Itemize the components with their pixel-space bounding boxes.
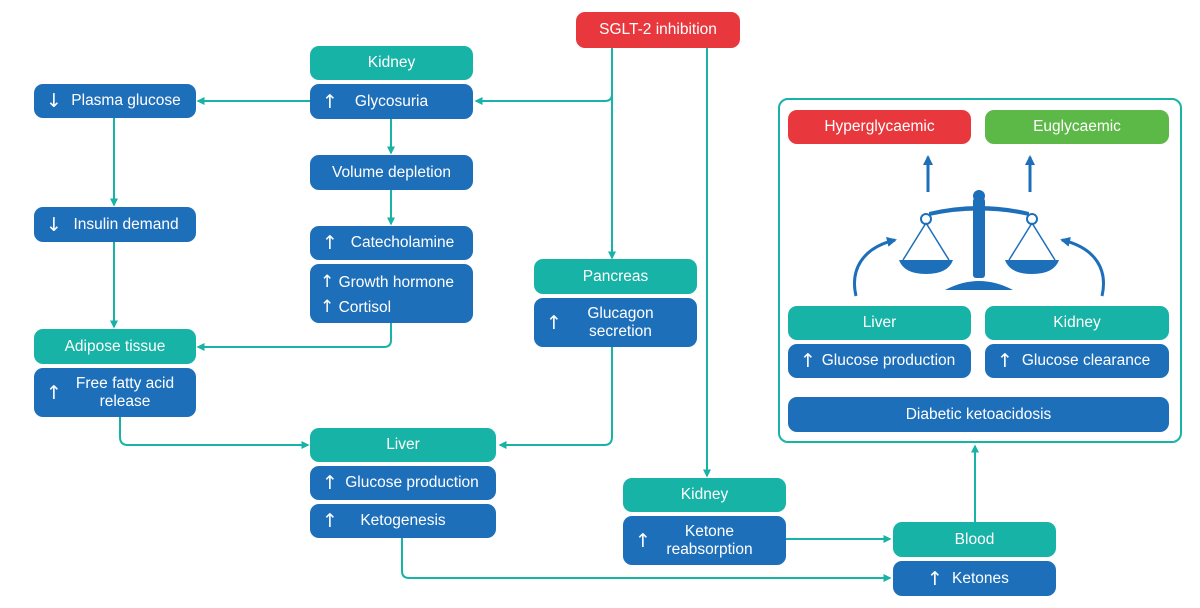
curved-arrow-liver-to-scale xyxy=(853,237,897,297)
arrow-ketogenesis-to-ketones xyxy=(401,538,892,582)
insulin-demand-node: ↓ Insulin demand xyxy=(34,207,196,242)
ketone-reabsorption-node: ↑ Ketone reabsorption xyxy=(623,516,786,565)
up-arrow-icon: ↑ xyxy=(322,472,338,494)
arrow-sglt2-to-glycosuria xyxy=(474,48,613,105)
catecholamine-node: ↑ Catecholamine xyxy=(310,226,473,260)
euglycaemic-label: Euglycaemic xyxy=(1033,118,1121,135)
hyperglycaemic-node: Hyperglycaemic xyxy=(788,110,971,144)
free-fatty-acid-node: ↑ Free fatty acid release xyxy=(34,368,196,417)
euglycaemic-node: Euglycaemic xyxy=(985,110,1169,144)
free-fatty-acid-line1: Free fatty acid xyxy=(75,374,175,392)
panel-kidney-label: Kidney xyxy=(1053,314,1101,331)
ketones-node: ↑ Ketones xyxy=(893,561,1056,596)
glucose-balance-panel xyxy=(778,98,1182,443)
catecholamine-label: Catecholamine xyxy=(350,234,455,251)
growth-hormone-row: ↑ Growth hormone xyxy=(320,270,473,295)
free-fatty-acid-line2: release xyxy=(99,392,151,410)
insulin-demand-label: Insulin demand xyxy=(73,215,179,233)
glucagon-secretion-text: Glucagon secretion xyxy=(577,305,653,341)
up-arrow-icon: ↑ xyxy=(546,311,562,334)
up-arrow-icon: ↑ xyxy=(46,381,62,404)
growth-hormone-label: Growth hormone xyxy=(338,274,455,291)
volume-depletion-label: Volume depletion xyxy=(332,163,451,181)
up-arrow-icon: ↑ xyxy=(997,350,1013,372)
free-fatty-acid-text: Free fatty acid release xyxy=(56,375,174,411)
up-arrow-icon: ↑ xyxy=(320,272,335,292)
ketone-line2: reabsorption xyxy=(666,540,753,558)
up-arrow-icon: ↑ xyxy=(800,350,816,372)
cortisol-label: Cortisol xyxy=(338,299,392,316)
arrow-ffa-to-liver xyxy=(119,417,310,449)
volume-depletion-node: Volume depletion xyxy=(310,155,473,190)
glycosuria-label: Glycosuria xyxy=(354,92,429,110)
up-arrow-icon: ↑ xyxy=(635,529,651,552)
glucagon-line1: Glucagon xyxy=(587,304,654,322)
ketogenesis-node: ↑ Ketogenesis xyxy=(310,504,496,538)
adipose-tissue-label: Adipose tissue xyxy=(64,337,166,355)
pancreas-label: Pancreas xyxy=(582,267,649,285)
kidney-bottom-label: Kidney xyxy=(680,486,729,503)
growth-hormone-cortisol-node: ↑ Growth hormone ↑ Cortisol xyxy=(310,264,473,323)
glucose-production-node: ↑ Glucose production xyxy=(310,466,496,500)
panel-glucose-production-label: Glucose production xyxy=(821,352,956,369)
down-arrow-icon: ↓ xyxy=(46,213,62,236)
kidney-bottom-node: Kidney xyxy=(623,478,786,512)
curved-arrow-kidney-to-scale xyxy=(1060,236,1105,297)
kidney-top-label: Kidney xyxy=(367,54,416,71)
diabetic-ketoacidosis-node: Diabetic ketoacidosis xyxy=(788,397,1169,432)
up-arrow-icon: ↑ xyxy=(322,510,338,532)
liver-label: Liver xyxy=(386,436,420,453)
panel-kidney-node: Kidney xyxy=(985,306,1169,340)
hyperglycaemic-label: Hyperglycaemic xyxy=(824,118,935,135)
diabetic-ketoacidosis-label: Diabetic ketoacidosis xyxy=(905,405,1052,423)
ketone-reabsorption-text: Ketone reabsorption xyxy=(656,523,752,559)
cortisol-row: ↑ Cortisol xyxy=(320,295,473,320)
liver-node: Liver xyxy=(310,428,496,462)
plasma-glucose-node: ↓ Plasma glucose xyxy=(34,84,196,118)
blood-node: Blood xyxy=(893,522,1056,557)
glycosuria-node: ↑ Glycosuria xyxy=(310,84,473,119)
adipose-tissue-node: Adipose tissue xyxy=(34,329,196,364)
arrow-hormones-to-adipose xyxy=(196,323,392,351)
blood-label: Blood xyxy=(954,530,995,548)
plasma-glucose-label: Plasma glucose xyxy=(71,92,181,109)
up-arrow-icon: ↑ xyxy=(927,567,943,590)
kidney-top-node: Kidney xyxy=(310,46,473,80)
ketone-line1: Ketone xyxy=(684,522,735,540)
panel-glucose-production-node: ↑ Glucose production xyxy=(788,344,971,378)
glucose-production-label: Glucose production xyxy=(345,474,479,491)
pancreas-node: Pancreas xyxy=(534,259,697,294)
arrow-glucagon-to-liver xyxy=(498,347,613,449)
ketones-label: Ketones xyxy=(952,569,1009,587)
panel-glucose-clearance-label: Glucose clearance xyxy=(1021,352,1151,369)
up-arrow-icon: ↑ xyxy=(320,297,335,317)
panel-glucose-clearance-node: ↑ Glucose clearance xyxy=(985,344,1169,378)
panel-liver-label: Liver xyxy=(862,314,897,331)
glucagon-line2: secretion xyxy=(589,322,652,340)
up-arrow-icon: ↑ xyxy=(322,90,338,113)
down-arrow-icon: ↓ xyxy=(46,90,62,112)
balance-scale-icon xyxy=(899,190,1059,290)
glucagon-secretion-node: ↑ Glucagon secretion xyxy=(534,298,697,347)
sglt2-label: SGLT-2 inhibition xyxy=(599,21,717,38)
panel-liver-node: Liver xyxy=(788,306,971,340)
ketogenesis-label: Ketogenesis xyxy=(360,512,446,529)
sglt2-inhibition-node: SGLT-2 inhibition xyxy=(576,12,740,48)
up-arrow-icon: ↑ xyxy=(322,232,338,254)
